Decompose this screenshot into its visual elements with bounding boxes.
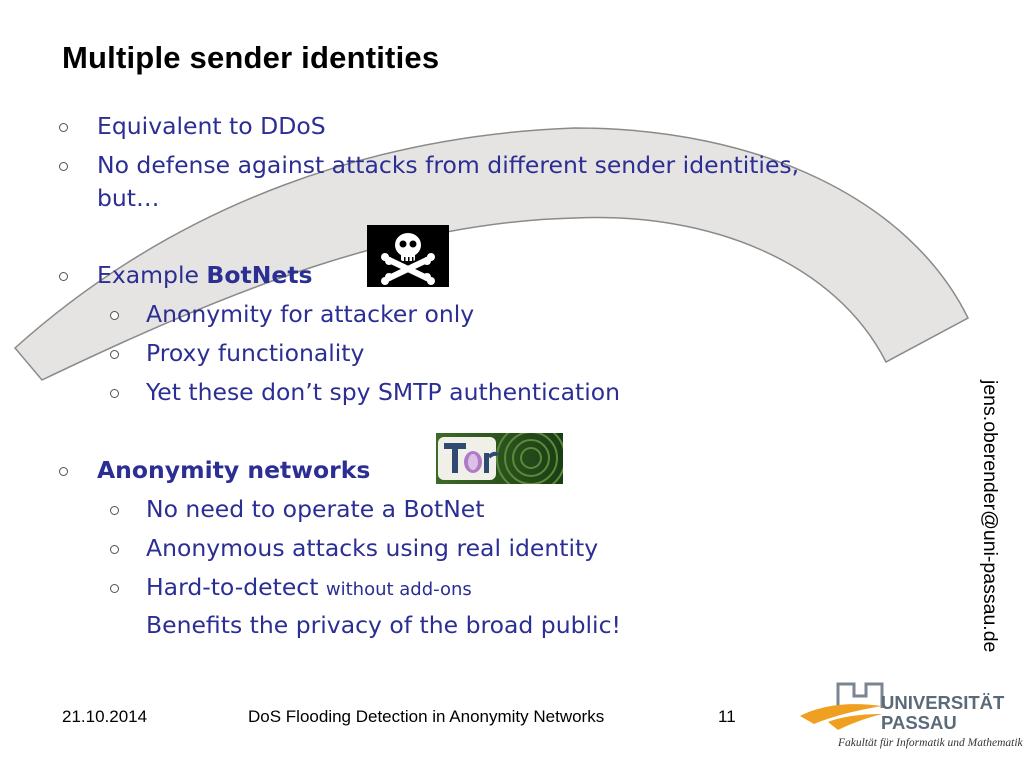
- sub-bullet-no-botnet: No need to operate a BotNet: [110, 493, 484, 526]
- university-logo-icon: [800, 682, 884, 730]
- university-name-line1: UNIVERSITÄT: [881, 692, 1005, 713]
- footer-page-number: 11: [718, 707, 736, 726]
- bullet-marker-icon: [59, 272, 68, 281]
- bullet-no-defense: No defense against attacks from differen…: [59, 149, 799, 182]
- bullet-marker-icon: [110, 350, 119, 359]
- bullet-marker-icon: [59, 467, 68, 476]
- bullet-marker-icon: [59, 123, 68, 132]
- bullet-no-defense-cont: but…: [97, 184, 160, 212]
- bullet-marker-icon: [110, 584, 119, 593]
- faculty-name: Fakultät für Informatik und Mathematik: [838, 737, 1023, 749]
- bullet-equivalent-ddos: Equivalent to DDoS: [59, 110, 326, 143]
- slide-title: Multiple sender identities: [62, 40, 440, 75]
- footer-title: DoS Flooding Detection in Anonymity Netw…: [248, 707, 605, 726]
- university-name-line2: PASSAU: [881, 712, 957, 733]
- bullet-marker-icon: [110, 545, 119, 554]
- skull-crossbones-icon: [367, 225, 449, 287]
- author-email: jens.oberender@uni-passau.de: [979, 380, 1001, 653]
- tor-logo: [436, 423, 566, 493]
- sub-bullet-real-identity: Anonymous attacks using real identity: [110, 532, 598, 565]
- footer-date: 21.10.2014: [62, 707, 148, 726]
- bullet-example-botnets: Example BotNets: [59, 259, 313, 292]
- bullet-marker-icon: [59, 162, 68, 171]
- bullet-marker-icon: [110, 506, 119, 515]
- bullet-marker-icon: [110, 311, 119, 320]
- sub-bullet-proxy: Proxy functionality: [110, 337, 364, 370]
- bullet-anonymity-networks: Anonymity networks: [59, 454, 370, 487]
- sub-bullet-anonymity-attacker: Anonymity for attacker only: [110, 298, 474, 331]
- sub-bullet-hard-to-detect: Hard-to-detect without add-ons: [110, 571, 472, 606]
- sub-bullet-smtp: Yet these don’t spy SMTP authentication: [110, 376, 620, 409]
- sub-bullet-benefits-privacy: Benefits the privacy of the broad public…: [146, 611, 621, 639]
- bullet-marker-icon: [110, 389, 119, 398]
